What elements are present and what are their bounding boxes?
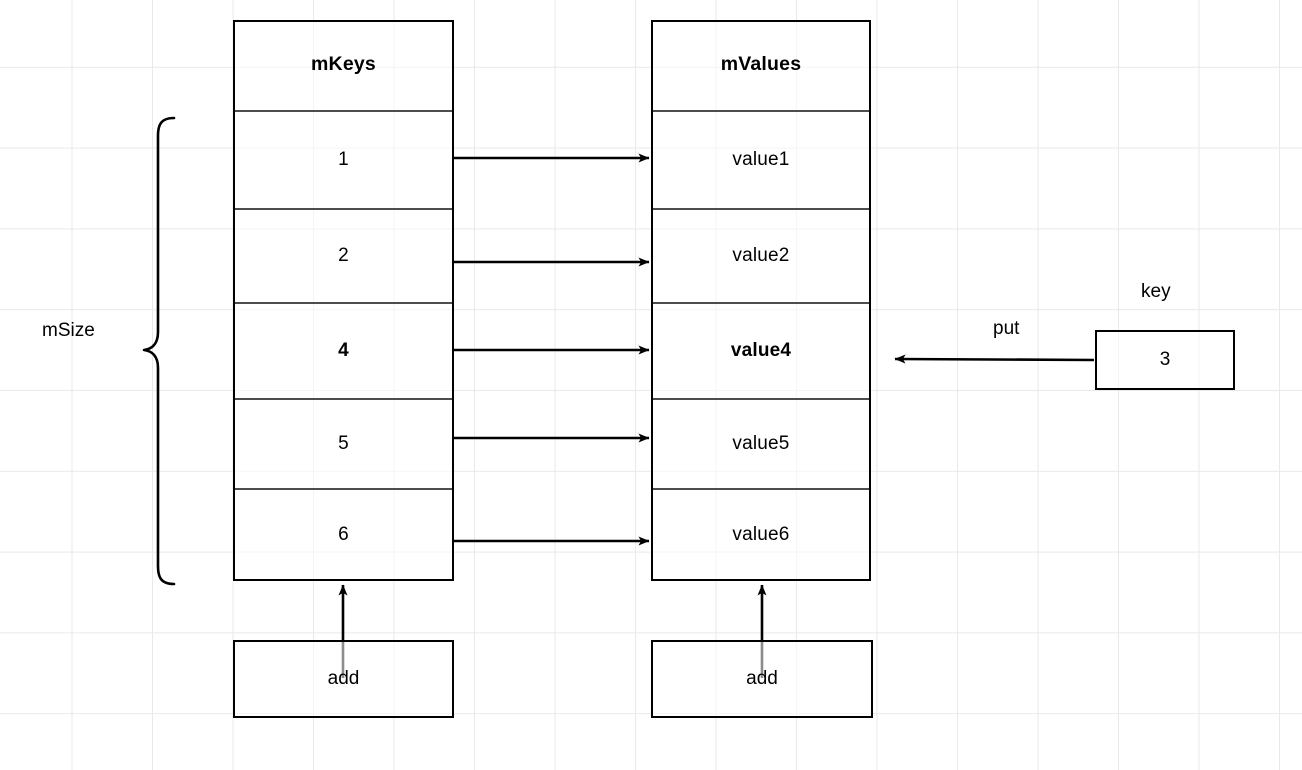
mkeys-cell-2[interactable]: 4 (235, 301, 452, 398)
mkeys-cell-3[interactable]: 5 (235, 397, 452, 488)
key-value-box[interactable]: 3 (1095, 330, 1235, 390)
msize-label: mSize (42, 320, 95, 341)
add-values-box[interactable]: add (651, 640, 873, 718)
mvalues-cell-2[interactable]: value4 (653, 301, 869, 398)
key-value-arrows (454, 153, 650, 546)
mkeys-table: mKeys 1 2 4 5 6 (233, 20, 454, 581)
mkeys-cell-1[interactable]: 2 (235, 207, 452, 302)
msize-brace (142, 116, 176, 586)
mvalues-cell-0[interactable]: value1 (653, 109, 869, 208)
mkeys-cell-4[interactable]: 6 (235, 487, 452, 581)
mvalues-cell-4[interactable]: value6 (653, 487, 869, 581)
put-label: put (993, 318, 1020, 339)
mvalues-cell-1[interactable]: value2 (653, 207, 869, 302)
mvalues-table: mValues value1 value2 value4 value5 valu… (651, 20, 871, 581)
mkeys-header: mKeys (311, 53, 376, 75)
put-arrow (894, 354, 1095, 364)
key-label: key (1141, 281, 1171, 302)
mkeys-cell-0[interactable]: 1 (235, 109, 452, 208)
add-keys-box[interactable]: add (233, 640, 454, 718)
mvalues-header: mValues (720, 53, 802, 75)
mvalues-cell-3[interactable]: value5 (653, 397, 869, 488)
